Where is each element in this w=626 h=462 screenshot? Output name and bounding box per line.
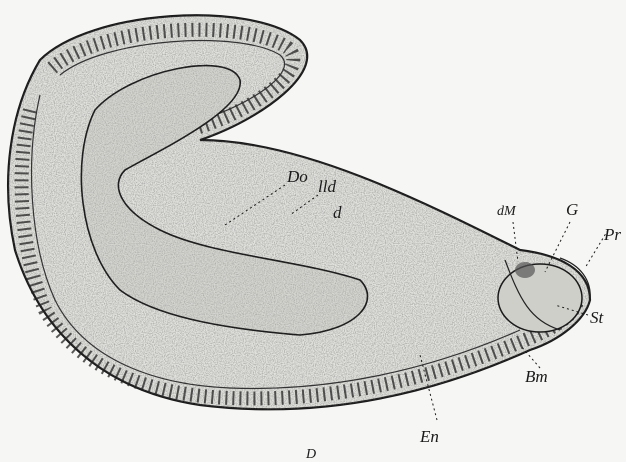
label-bm: Bm (525, 367, 548, 386)
label-st: St (590, 308, 605, 327)
label-pr: Pr (603, 225, 621, 244)
label-do: Do (286, 167, 308, 186)
label-g: G (566, 200, 578, 219)
label-d: d (333, 203, 342, 222)
label-en: En (419, 427, 439, 446)
label-lld: lld (318, 177, 336, 196)
label-dm: dM (497, 204, 517, 219)
label-bottom-mark: D (305, 447, 316, 462)
